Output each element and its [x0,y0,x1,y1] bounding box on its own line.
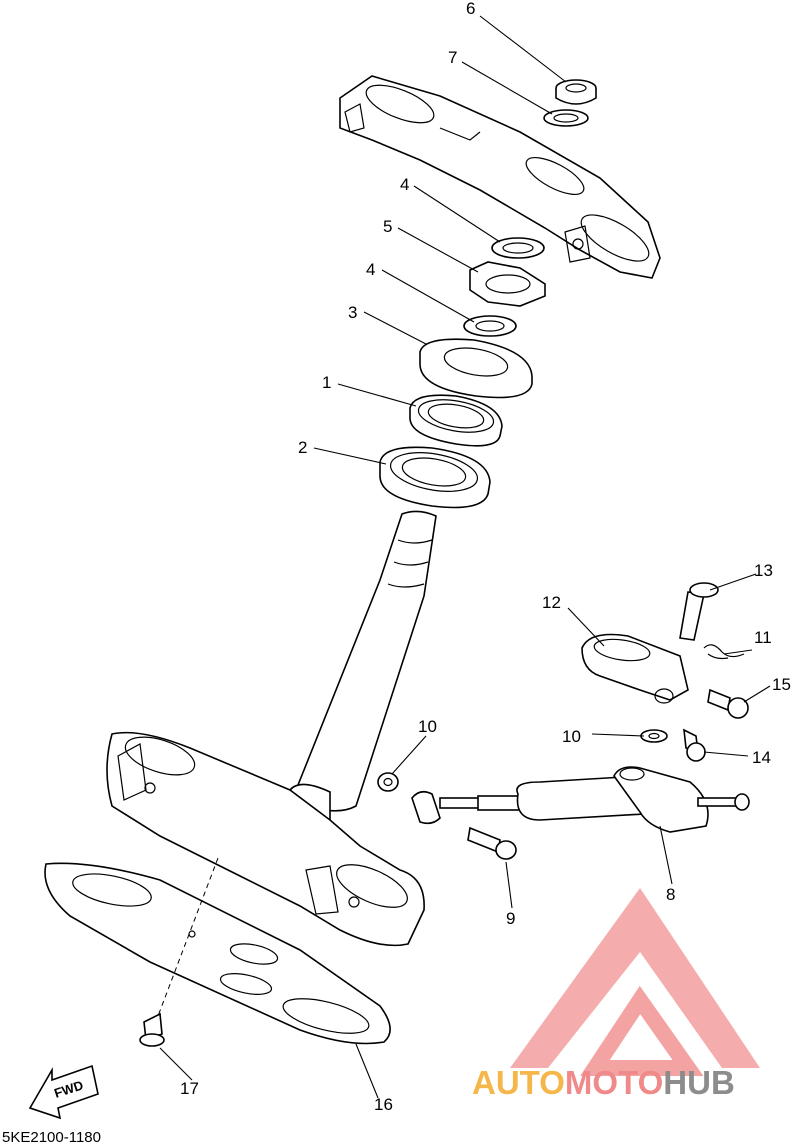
bolt-17 [139,1012,165,1047]
cover-3 [419,338,533,399]
bolt-14 [683,728,706,762]
bottom-cover-16 [44,862,391,1045]
callout-numbers: 6 7 4 5 4 3 1 2 10 10 13 12 11 15 14 8 9… [180,0,791,1114]
washer-10-left [377,772,399,792]
cotter-pin-11 [703,644,745,660]
callout-5: 5 [383,217,392,236]
bolt-9 [467,826,517,860]
callout-12: 12 [542,593,561,612]
watermark-part3: HUB [663,1064,735,1101]
callout-10-right: 10 [562,727,581,746]
bolt-15 [707,688,749,719]
washer-4-upper [491,237,545,259]
callout-13: 13 [754,561,773,580]
watermark-logo-icon [510,888,760,1076]
callout-6: 6 [466,0,475,18]
upper-bracket [339,75,661,279]
callout-16: 16 [374,1095,393,1114]
callout-8: 8 [666,885,675,904]
pin-13 [679,582,719,641]
callout-9: 9 [506,909,515,928]
callout-14: 14 [752,748,771,767]
callout-7: 7 [448,48,457,67]
callout-2: 2 [298,438,307,457]
assembly-line [157,857,219,1017]
bearing-1 [409,394,503,447]
callout-3: 3 [348,303,357,322]
ring-nut-5 [469,261,546,307]
bearing-2 [379,446,491,509]
washer-10-right [640,729,668,743]
washer-7 [543,109,589,127]
callout-10-left: 10 [418,717,437,736]
diagram-code: 5KE2100-1180 [2,1129,101,1146]
forward-arrow-icon: FWD [28,1064,99,1120]
callout-4-lower: 4 [366,260,375,279]
callout-1: 1 [322,373,331,392]
washer-4-lower [463,315,517,337]
callout-15: 15 [772,675,791,694]
nut-6 [555,79,597,105]
lower-bracket-stem [106,510,437,947]
watermark-part1: AUTO [472,1064,565,1101]
callout-17: 17 [180,1079,199,1098]
callout-11: 11 [754,628,772,647]
steering-damper-8 [411,766,750,833]
watermark-part2: MOTO [565,1064,663,1101]
clamp-12 [581,633,689,704]
callout-4-upper: 4 [400,175,409,194]
watermark-text: AUTOMOTOHUB [472,1064,735,1101]
leader-lines [159,15,771,1099]
